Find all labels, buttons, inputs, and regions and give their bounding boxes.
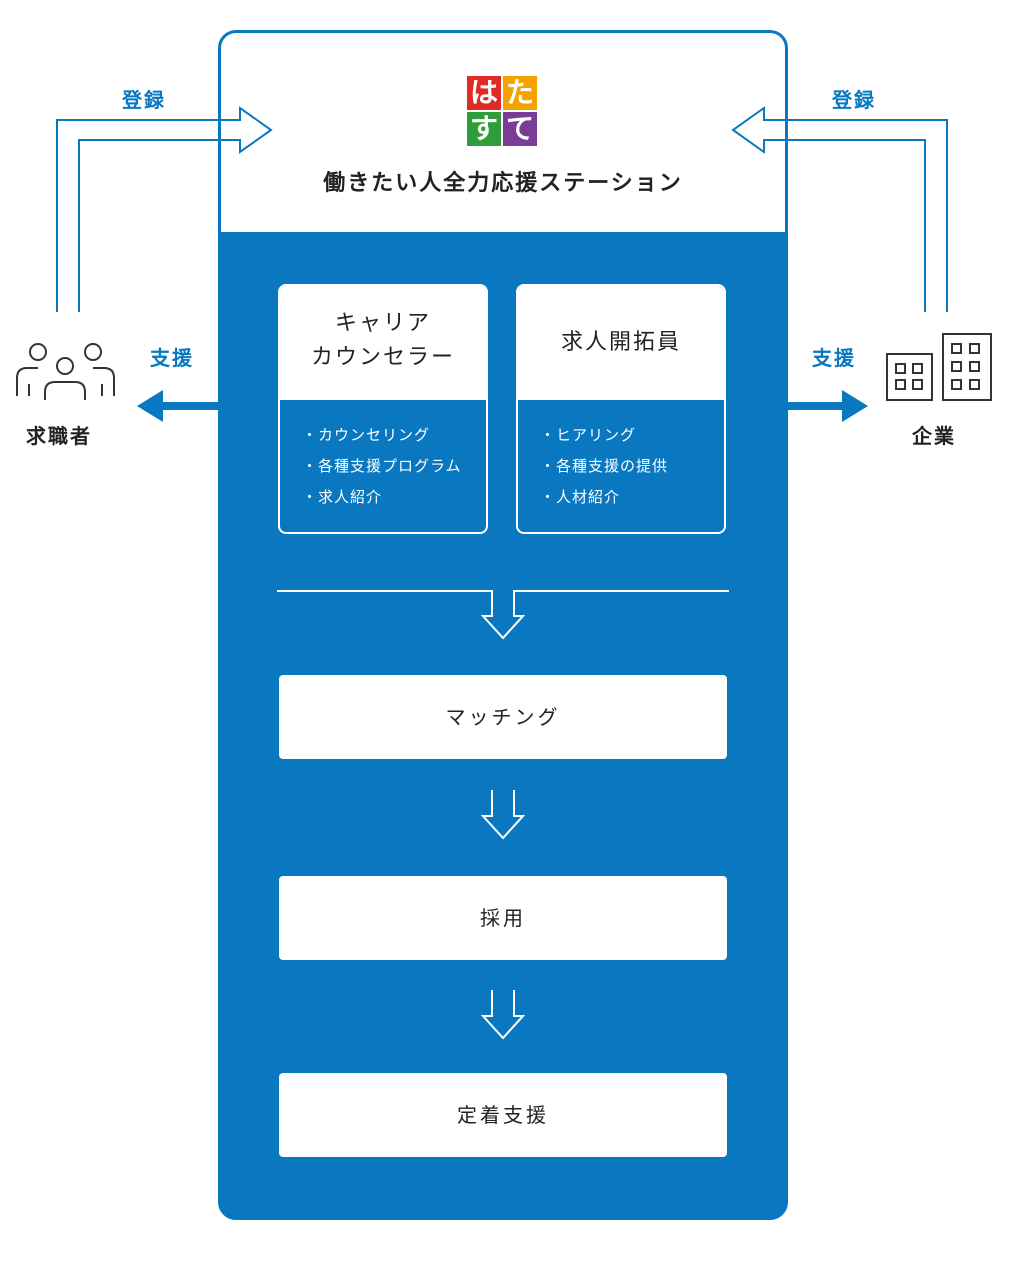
flow-arrow-1 <box>480 790 526 840</box>
job-developer-card: 求人開拓員 ・ヒアリング ・各種支援の提供 ・人材紹介 <box>516 284 726 534</box>
station-header: は た す て 働きたい人全力応援ステーション <box>221 33 785 232</box>
logo-char-te: て <box>503 112 537 146</box>
buildings-icon <box>886 333 992 401</box>
support-arrow-left <box>137 390 278 422</box>
merge-arrow <box>277 590 729 640</box>
career-counselor-title-line2: カウンセラー <box>310 345 455 370</box>
list-item: ・各種支援の提供 <box>540 457 669 475</box>
career-counselor-card: キャリア カウンセラー ・カウンセリング ・各種支援プログラム ・求人紹介 <box>278 284 488 534</box>
logo-char-su: す <box>467 112 501 146</box>
station-panel: は た す て 働きたい人全力応援ステーション キャリア カウンセラー ・カウン… <box>218 30 788 1220</box>
flow-arrow-2 <box>480 990 526 1040</box>
career-counselor-title-line1: キャリア <box>334 311 431 336</box>
job-developer-title: 求人開拓員 <box>560 330 681 355</box>
logo-char-ha: は <box>467 76 501 110</box>
people-group-icon <box>16 343 115 400</box>
step-hiring: 採用 <box>279 876 727 960</box>
register-label-left: 登録 <box>122 88 166 112</box>
list-item: ・人材紹介 <box>540 488 621 506</box>
step-retention-support: 定着支援 <box>279 1073 727 1157</box>
job-developer-card-head: 求人開拓員 <box>518 286 724 400</box>
job-seeker-label: 求職者 <box>26 424 92 448</box>
job-developer-duties: ・ヒアリング ・各種支援の提供 ・人材紹介 <box>540 420 668 513</box>
career-counselor-card-head: キャリア カウンセラー <box>280 286 486 400</box>
list-item: ・カウンセリング <box>302 426 431 444</box>
register-arrow-left <box>56 106 273 312</box>
list-item: ・各種支援プログラム <box>302 457 462 475</box>
support-label-left: 支援 <box>150 346 194 370</box>
support-label-right: 支援 <box>812 346 856 370</box>
company-label: 企業 <box>912 424 956 448</box>
register-label-right: 登録 <box>832 88 876 112</box>
station-name: 働きたい人全力応援ステーション <box>323 171 683 196</box>
career-counselor-duties: ・カウンセリング ・各種支援プログラム ・求人紹介 <box>302 420 462 513</box>
list-item: ・ヒアリング <box>540 426 637 444</box>
step-matching: マッチング <box>279 675 727 759</box>
register-arrow-right <box>731 106 948 312</box>
support-arrow-right <box>727 390 868 422</box>
list-item: ・求人紹介 <box>302 488 383 506</box>
logo-char-ta: た <box>503 76 537 110</box>
